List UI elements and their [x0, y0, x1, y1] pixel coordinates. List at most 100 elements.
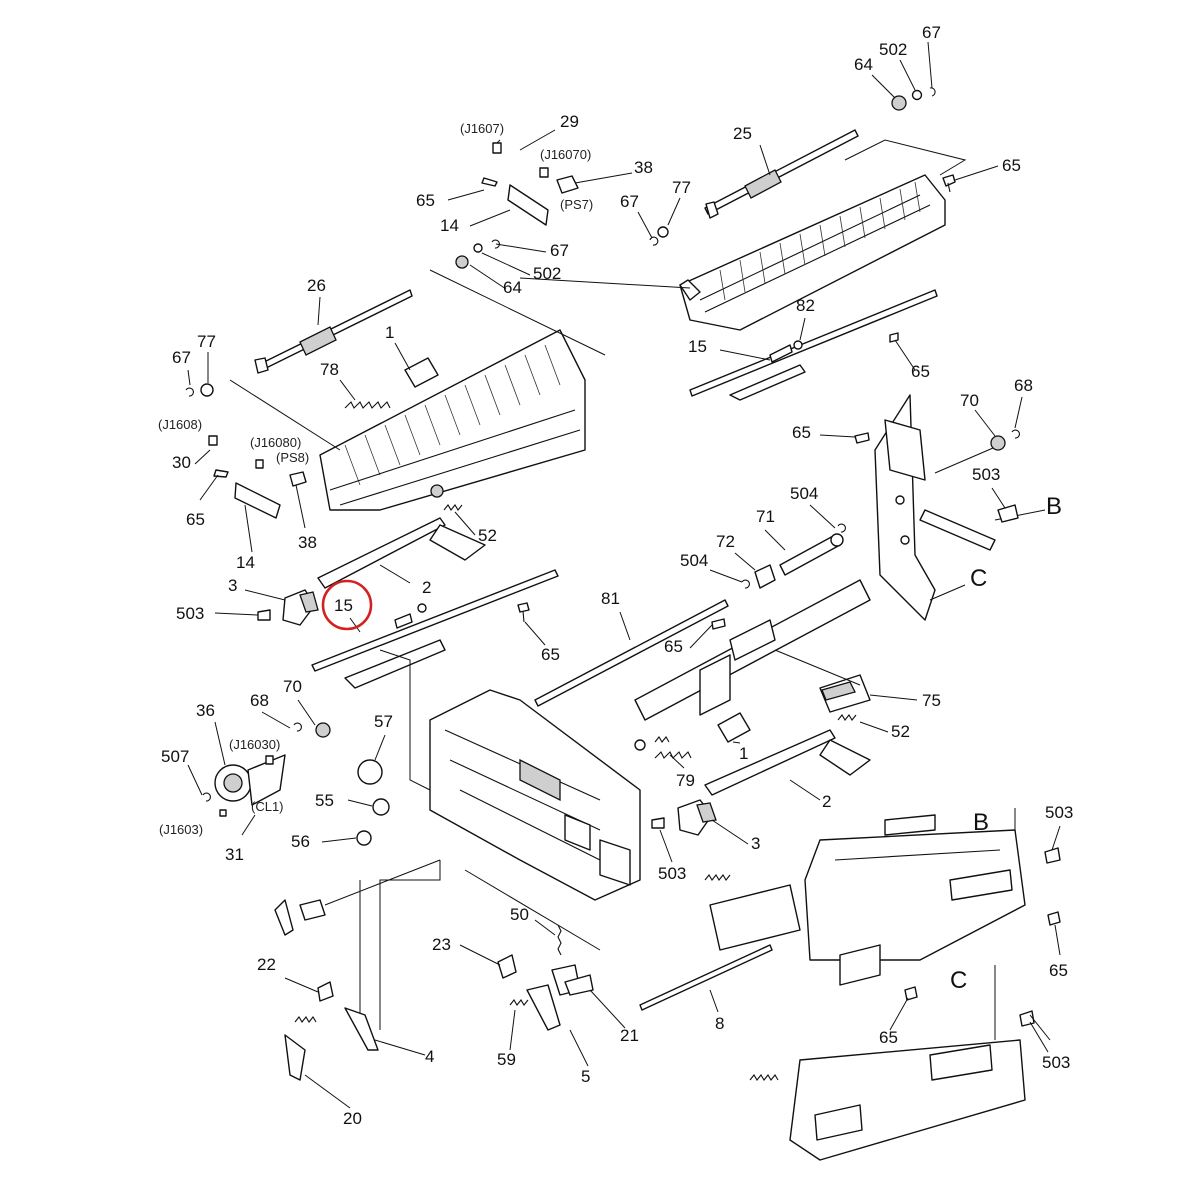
callout-504: 504: [680, 551, 708, 570]
callout-77: 77: [672, 178, 691, 197]
roller-1-upper: [404, 357, 439, 388]
callout-71: 71: [756, 507, 775, 526]
guide-plate-2-upper: [317, 517, 486, 589]
callout-68: 68: [250, 691, 269, 710]
callout-503: 503: [1045, 803, 1073, 822]
callout-1: 1: [385, 323, 394, 342]
cable-8: [639, 944, 773, 1011]
callout-65: 65: [1002, 156, 1021, 175]
callout-75: 75: [922, 691, 941, 710]
callout-3: 3: [751, 834, 760, 853]
main-frame: [379, 579, 871, 901]
callout-64: 64: [503, 278, 522, 297]
callout-36: 36: [196, 701, 215, 720]
callout-1: 1: [739, 744, 748, 763]
callout-j16070: (J16070): [540, 147, 591, 162]
callout-38: 38: [298, 533, 317, 552]
lever-3-lower: [651, 799, 717, 836]
callout-72: 72: [716, 532, 735, 551]
sensor-75: [774, 649, 871, 713]
callout-59: 59: [497, 1050, 516, 1069]
callout-3: 3: [228, 576, 237, 595]
screw-65-mid: [711, 618, 726, 630]
lever-assembly-bottom-center: [464, 869, 601, 1031]
callout-labels: 67 502 64 29 (J1607) (J16070) 38 25 65 7…: [158, 23, 1073, 1128]
callout-77: 77: [197, 332, 216, 351]
callout-502: 502: [879, 40, 907, 59]
callout-503: 503: [176, 604, 204, 623]
callout-20: 20: [343, 1109, 362, 1128]
callout-55: 55: [315, 791, 334, 810]
highlight-circle: [321, 579, 373, 631]
clutch-36: [202, 754, 286, 817]
callout-68: 68: [1014, 376, 1033, 395]
callout-65: 65: [792, 423, 811, 442]
callout-15-highlighted: 15: [334, 596, 353, 615]
callout-52: 52: [478, 526, 497, 545]
callout-29: 29: [560, 112, 579, 131]
bushing-70-right: [990, 429, 1020, 451]
screw-65-right-frame: [854, 432, 870, 444]
bottom-right-plate-lower: [749, 965, 1026, 1161]
bushing-group-left: [185, 383, 214, 397]
callout-26: 26: [307, 276, 326, 295]
callout-c: C: [970, 565, 987, 592]
callout-38: 38: [634, 158, 653, 177]
callout-25: 25: [733, 124, 752, 143]
callout-j1608: (J1608): [158, 417, 202, 432]
lever-3-upper: [257, 589, 319, 626]
sensor-ps7-assembly: [455, 142, 669, 269]
callout-ps7: (PS7): [560, 197, 593, 212]
callout-j1607: (J1607): [460, 121, 504, 136]
shaft-15-lower: [311, 569, 559, 689]
callout-b: B: [973, 809, 989, 836]
callout-502: 502: [533, 264, 561, 283]
callout-503: 503: [658, 864, 686, 883]
callout-503: 503: [1042, 1053, 1070, 1072]
spring-52-upper: [443, 504, 463, 511]
callout-2: 2: [422, 578, 431, 597]
callout-64: 64: [854, 55, 873, 74]
callout-70: 70: [960, 391, 979, 410]
callout-503: 503: [972, 465, 1000, 484]
callout-65: 65: [186, 510, 205, 529]
roller-shaft-26: [254, 289, 413, 374]
callout-2: 2: [822, 792, 831, 811]
guide-plate-2-lower: [704, 729, 871, 796]
callout-21: 21: [620, 1026, 639, 1045]
callout-cl1: (CL1): [251, 799, 284, 814]
callout-65: 65: [664, 637, 683, 656]
bushing-group-top: [891, 87, 936, 111]
callout-5: 5: [581, 1067, 590, 1086]
callout-j16080: (J16080): [250, 435, 301, 450]
callout-65: 65: [879, 1028, 898, 1047]
callout-65: 65: [541, 645, 560, 664]
sensor-ps8-assembly: [208, 435, 307, 519]
screw-65-mid-left: [517, 602, 530, 623]
shaft-81: [534, 599, 729, 707]
callout-507: 507: [161, 747, 189, 766]
callout-67: 67: [620, 192, 639, 211]
gear-group: [293, 722, 390, 846]
callout-j1603: (J1603): [159, 822, 203, 837]
shaft-15-upper: [689, 289, 938, 401]
callout-67: 67: [922, 23, 941, 42]
callout-65: 65: [416, 191, 435, 210]
screw-65-top: [942, 174, 956, 193]
roller-1-lower: [634, 712, 751, 759]
callout-4: 4: [425, 1047, 434, 1066]
label-leaders: [187, 41, 1061, 1109]
callout-31: 31: [225, 845, 244, 864]
callout-22: 22: [257, 955, 276, 974]
callout-79: 79: [676, 771, 695, 790]
callout-ps8: (PS8): [276, 450, 309, 465]
callout-67: 67: [172, 348, 191, 367]
right-frame-plate: [874, 394, 1046, 621]
callout-65: 65: [1049, 961, 1068, 980]
callout-504: 504: [790, 484, 818, 503]
screw-503-right: [997, 504, 1019, 523]
upper-guide-assembly: [519, 139, 967, 331]
callout-23: 23: [432, 935, 451, 954]
